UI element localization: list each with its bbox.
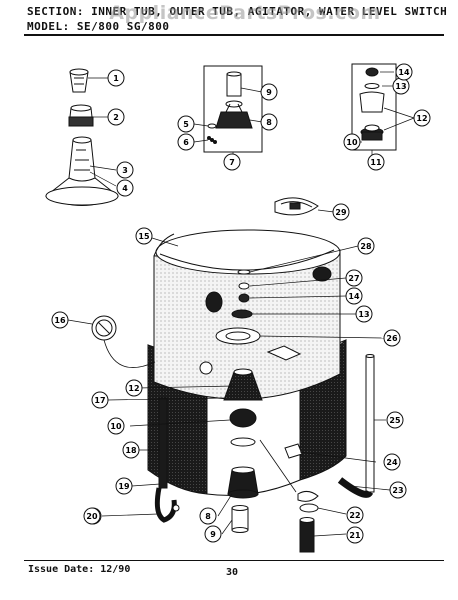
- svg-text:14: 14: [348, 292, 360, 301]
- callout-4: 4: [116, 179, 134, 197]
- svg-text:27: 27: [348, 274, 359, 283]
- callout-27: 27: [345, 269, 363, 287]
- callout-21: 21: [346, 526, 364, 544]
- callout-29: 29: [332, 203, 350, 221]
- callout-6: 6: [177, 133, 195, 151]
- callout-10: 10: [343, 133, 361, 151]
- tub-hose: [266, 345, 302, 361]
- callout-25: 25: [386, 411, 404, 429]
- issue-date: Issue Date: 12/90: [28, 564, 131, 575]
- callout-layer: 1234567891011121314151617181920212223242…: [51, 63, 431, 544]
- header-rule: [24, 34, 444, 36]
- part-box-11: [351, 63, 397, 151]
- svg-text:13: 13: [358, 310, 369, 319]
- callout-3: 3: [116, 161, 134, 179]
- callout-23: 23: [389, 481, 407, 499]
- svg-text:19: 19: [118, 482, 130, 491]
- model-line: MODEL: SE/800 SG/800: [27, 20, 170, 33]
- svg-text:17: 17: [94, 396, 105, 405]
- callout-10-secondary: 10: [107, 417, 125, 435]
- callout-20-secondary: 20: [83, 507, 101, 525]
- svg-text:28: 28: [360, 242, 372, 251]
- callout-1: 1: [107, 69, 125, 87]
- svg-text:5: 5: [183, 120, 189, 129]
- center-hub: [223, 368, 263, 447]
- callout-12-secondary: 12: [125, 379, 143, 397]
- svg-text:2: 2: [113, 113, 119, 122]
- svg-text:8: 8: [205, 512, 211, 521]
- callout-11: 11: [367, 153, 385, 171]
- svg-text:29: 29: [335, 208, 347, 217]
- callout-17: 17: [91, 391, 109, 409]
- inner-tub: [153, 229, 341, 400]
- svg-text:1: 1: [113, 74, 119, 83]
- part-agitator-cap: [69, 68, 89, 93]
- svg-text:3: 3: [122, 166, 128, 175]
- callout-8: 8: [260, 113, 278, 131]
- leader-lines: [67, 71, 415, 537]
- svg-text:24: 24: [386, 458, 398, 467]
- svg-text:4: 4: [122, 184, 128, 193]
- footer-rule: [24, 560, 444, 561]
- part-agitator-cam: [68, 104, 94, 127]
- svg-text:11: 11: [370, 158, 382, 167]
- svg-text:21: 21: [349, 531, 361, 540]
- callout-28: 28: [357, 237, 375, 255]
- svg-text:26: 26: [386, 334, 398, 343]
- callout-14: 14: [395, 63, 413, 81]
- callout-5: 5: [177, 115, 195, 133]
- svg-text:16: 16: [54, 316, 66, 325]
- svg-text:10: 10: [346, 138, 358, 147]
- svg-text:9: 9: [266, 88, 272, 97]
- part-16-knob: [91, 315, 156, 368]
- svg-text:8: 8: [266, 118, 272, 127]
- callout-15: 15: [135, 227, 153, 245]
- callout-14-secondary: 14: [345, 287, 363, 305]
- callout-2: 2: [107, 108, 125, 126]
- svg-text:22: 22: [349, 511, 360, 520]
- callout-13: 13: [392, 77, 410, 95]
- svg-text:6: 6: [183, 138, 189, 147]
- svg-text:13: 13: [395, 82, 406, 91]
- part-box-7: [203, 65, 263, 153]
- part-agitator: [45, 136, 119, 206]
- hub-8-9: [227, 466, 259, 533]
- watermark-text: AppliancePartsPros.com: [109, 2, 381, 24]
- callout-26: 26: [383, 329, 401, 347]
- callout-19: 19: [115, 477, 133, 495]
- callout-18: 18: [122, 441, 140, 459]
- page-number: 30: [226, 567, 239, 578]
- callout-7: 7: [223, 153, 241, 171]
- callout-16: 16: [51, 311, 69, 329]
- callout-12: 12: [413, 109, 431, 127]
- center-stack: [215, 269, 261, 345]
- part-29: [274, 197, 319, 216]
- svg-text:7: 7: [229, 158, 235, 167]
- callout-24: 24: [383, 453, 401, 471]
- svg-text:12: 12: [128, 384, 139, 393]
- svg-text:25: 25: [389, 416, 401, 425]
- section-title: SECTION: INNER TUB, OUTER TUB, AGITATOR,…: [27, 5, 448, 18]
- svg-text:9: 9: [210, 530, 216, 539]
- svg-text:15: 15: [138, 232, 150, 241]
- callout-9-secondary: 9: [204, 525, 222, 543]
- svg-text:23: 23: [392, 486, 403, 495]
- svg-text:12: 12: [416, 114, 427, 123]
- callout-8-secondary: 8: [199, 507, 217, 525]
- callout-22: 22: [346, 506, 364, 524]
- callout-13-secondary: 13: [355, 305, 373, 323]
- svg-text:20: 20: [86, 512, 98, 521]
- svg-text:10: 10: [110, 422, 122, 431]
- callout-9: 9: [260, 83, 278, 101]
- svg-text:14: 14: [398, 68, 410, 77]
- left-drain-tube: [154, 397, 180, 523]
- svg-text:18: 18: [125, 446, 137, 455]
